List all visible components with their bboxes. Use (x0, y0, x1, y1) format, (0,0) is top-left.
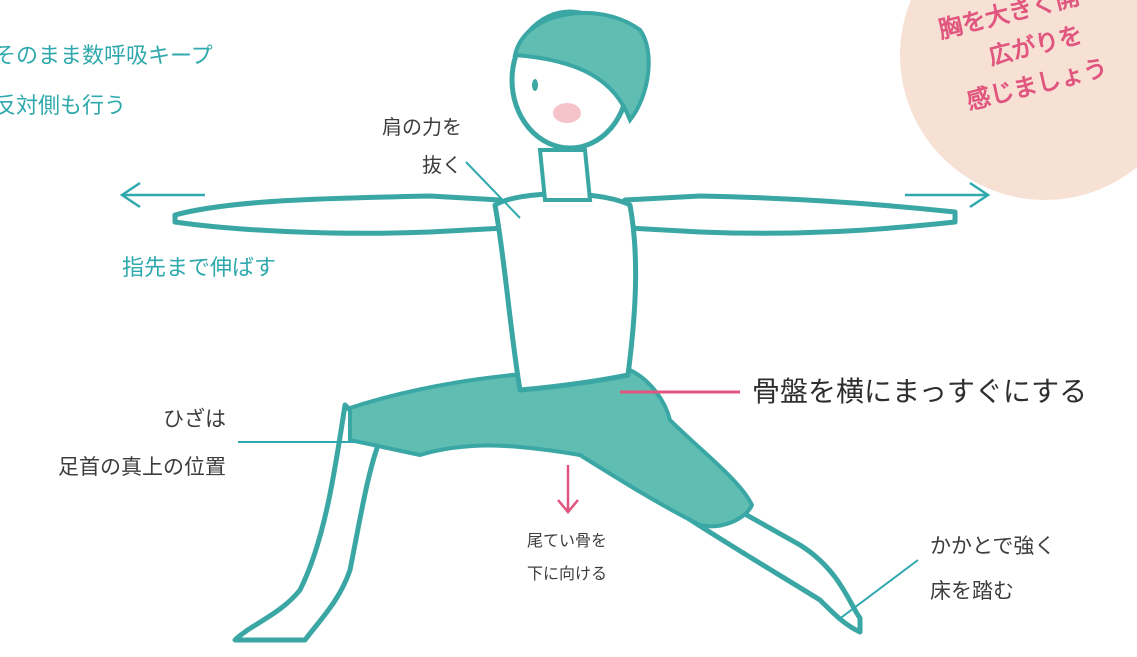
heel-label-line1: かかとで強く (930, 524, 1055, 569)
torso (495, 194, 636, 390)
heel-label-line2: 床を踏む (930, 569, 1055, 614)
shoulder-label: 肩の力を 抜く (352, 108, 462, 184)
knee-label: ひざは 足首の真上の位置 (16, 395, 226, 491)
shoulder-label-line2: 抜く (352, 146, 462, 184)
tailbone-label-line2: 下に向ける (512, 557, 622, 590)
tailbone-label: 尾てい骨を 下に向ける (512, 524, 622, 590)
knee-label-line1: ひざは (16, 395, 226, 443)
step-other-side: 反対側も行う (0, 82, 213, 132)
arrow-left-icon (122, 183, 205, 207)
heel-label: かかとで強く 床を踏む (930, 524, 1055, 614)
left-arm (175, 196, 505, 233)
step-keep: そのまま数呼吸キープ (0, 32, 213, 82)
shoulder-label-line1: 肩の力を (352, 108, 462, 146)
steps-text: そのまま数呼吸キープ 反対側も行う (0, 32, 213, 132)
heel-pointer (838, 560, 918, 620)
arrow-down-icon (558, 465, 578, 512)
fingertips-label: 指先まで伸ばす (122, 250, 276, 282)
pelvis-label: 骨盤を横にまっすぐにする (752, 370, 1087, 410)
knee-label-line2: 足首の真上の位置 (16, 443, 226, 491)
tailbone-label-line1: 尾てい骨を (512, 524, 622, 557)
blush (553, 103, 581, 123)
right-arm (625, 196, 955, 233)
